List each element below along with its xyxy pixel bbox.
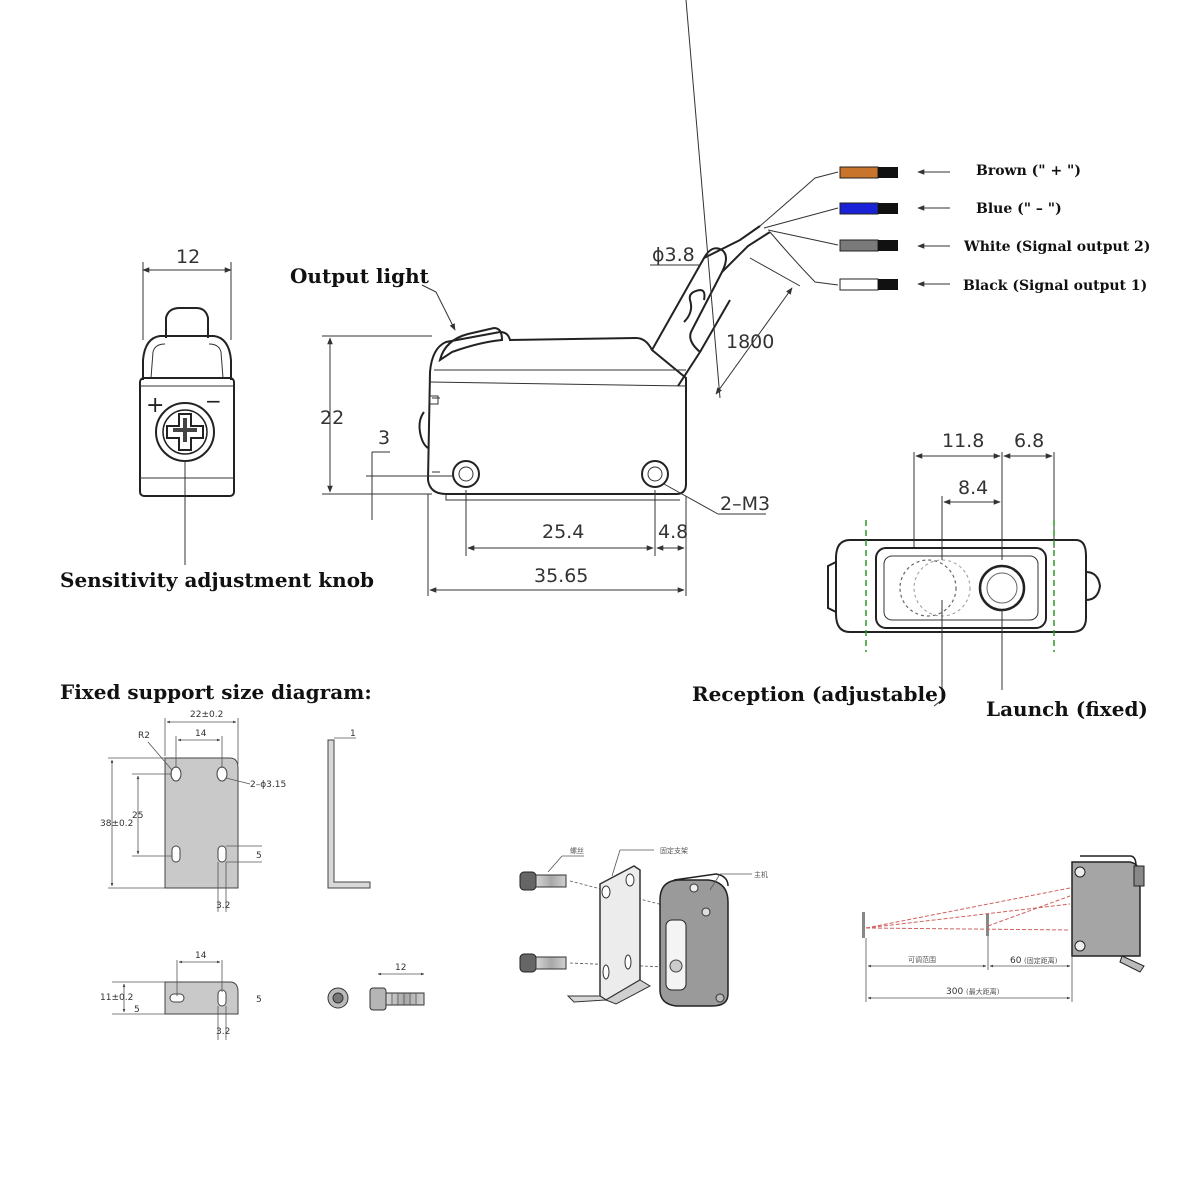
support-bottom-edge: 3.2 [216, 1027, 230, 1037]
detection-range-drawing: 可调范围 60 (固定距离) 300 (最大距离) [862, 855, 1145, 1002]
front-view: 12 + − Sensitivity adjustment knob [60, 246, 374, 592]
sensitivity-knob-label: Sensitivity adjustment knob [60, 568, 374, 592]
range-fixed-note: (固定距离) [1024, 956, 1058, 965]
cable-length-dim: 1800 [726, 331, 774, 353]
screw-bottom-icon [519, 953, 567, 973]
range-total-note: (最大距离) [966, 987, 1000, 996]
lens-face-view: 11.8 6.8 8.4 Reception (adjustable) Laun… [692, 430, 1148, 721]
wire-blue-sheath [839, 202, 879, 215]
support-bottom-width: 14 [195, 951, 207, 961]
support-vertical-spacing: 25 [132, 811, 143, 821]
support-top-width: 22±0.2 [190, 710, 223, 720]
wire-blue: Blue (" – ") [839, 201, 1062, 217]
sensor-side-icon [1071, 855, 1145, 973]
wire-brown: Brown (" + ") [839, 163, 1081, 179]
hole-edge-dim: 4.8 [658, 521, 688, 543]
assembly-bracket-label: 固定支架 [660, 846, 688, 855]
wire-white: White (Signal output 2) [839, 239, 1150, 255]
lens-width-dim: 11.8 [942, 430, 984, 452]
assembly-host-label: 主机 [754, 870, 768, 879]
screw-drawing: 12 [327, 963, 425, 1011]
screw-top-icon [519, 871, 567, 891]
wire-brown-sheath [839, 166, 879, 179]
wire-brown-label: Brown (" + ") [976, 163, 1081, 179]
support-slot-width: 5 [256, 851, 262, 861]
height-dim: 22 [320, 407, 344, 429]
bracket-side-drawing: 1 [327, 729, 371, 889]
support-bottom-height: 11±0.2 [100, 993, 133, 1003]
wire-black-sheath [839, 278, 879, 291]
screw-side-icon [369, 987, 425, 1011]
sensor-host-icon [659, 873, 729, 1007]
side-view: 1800 ϕ3.8 Output light 22 3 25.4 4.8 35.… [290, 0, 839, 596]
bracket-front-drawing: 22±0.2 14 R2 2–ϕ3.15 38±0.2 25 5 3.2 [100, 710, 286, 912]
front-width-dim: 12 [176, 246, 200, 268]
bracket-3d-icon [566, 865, 652, 1005]
screw-length: 12 [395, 963, 406, 973]
bracket-bottom-drawing: 14 11±0.2 5 5 3.2 [100, 951, 262, 1040]
range-fixed: 60 [1010, 956, 1022, 966]
mount-hole-left-icon [452, 460, 480, 488]
screw-head-icon [327, 987, 349, 1009]
wire-white-sheath [839, 239, 879, 252]
lens-center-dim: 8.4 [958, 477, 988, 499]
range-total: 300 [946, 987, 963, 997]
holes-dim: 2–M3 [720, 493, 770, 515]
cable-diameter-dim: ϕ3.8 [652, 244, 695, 266]
wire-black: Black (Signal output 1) [839, 278, 1147, 294]
support-thickness: 1 [350, 729, 356, 739]
support-slot-edge: 3.2 [216, 901, 230, 911]
mount-offset-dim: 3 [378, 427, 390, 449]
plus-sign: + [146, 393, 164, 418]
support-hole-dia: 2–ϕ3.15 [250, 780, 286, 790]
support-radius: R2 [138, 731, 150, 741]
wire-blue-label: Blue (" – ") [976, 201, 1062, 217]
reception-label: Reception (adjustable) [692, 682, 947, 706]
lens-edge-dim: 6.8 [1014, 430, 1044, 452]
support-height: 38±0.2 [100, 819, 133, 829]
mount-hole-right-icon [641, 460, 669, 488]
total-length-dim: 35.65 [534, 565, 588, 587]
support-bottom-slot: 5 [256, 995, 262, 1005]
launch-label: Launch (fixed) [986, 697, 1148, 721]
support-title: Fixed support size diagram: [60, 680, 372, 704]
support-hole-spacing: 14 [195, 729, 207, 739]
output-light-label: Output light [290, 264, 430, 288]
wire-white-label: White (Signal output 2) [963, 239, 1150, 255]
minus-sign: − [205, 389, 222, 413]
hole-spacing-dim: 25.4 [542, 521, 584, 543]
range-near-label: 可调范围 [908, 955, 936, 964]
wire-black-label: Black (Signal output 1) [963, 278, 1147, 294]
support-bottom-offset: 5 [134, 1005, 140, 1015]
assembly-screw-label: 螺丝 [570, 846, 584, 855]
wire-legend: Brown (" + ") Blue (" – ") White (Signal… [839, 163, 1150, 294]
assembly-drawing: 螺丝 固定支架 主机 [519, 846, 768, 1007]
sensitivity-knob-icon [155, 402, 215, 462]
